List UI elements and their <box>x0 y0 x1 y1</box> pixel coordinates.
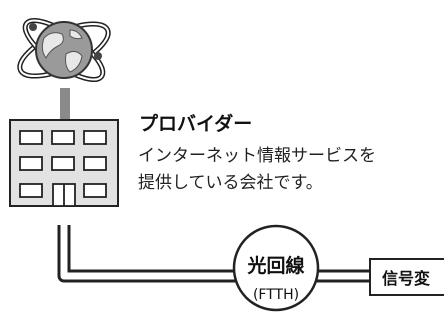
provider-description-line-1: インターネット情報サービスを <box>138 146 376 166</box>
antenna-mast <box>60 88 70 120</box>
provider-title: プロバイダー <box>139 113 253 135</box>
provider-description-line-2: 提供している会社です。 <box>138 173 323 193</box>
fiber-node-sublabel: (FTTH) <box>253 287 299 303</box>
converter-node-label: 信号変 <box>382 269 430 288</box>
fiber-node-label: 光回線 <box>246 254 304 277</box>
converter-node: 信号変 <box>369 258 444 296</box>
building-icon <box>9 119 119 207</box>
provider-description: インターネット情報サービスを 提供している会社です。 <box>138 143 444 197</box>
fiber-node: 光回線 (FTTH) <box>232 224 320 312</box>
globe-icon <box>17 18 111 82</box>
